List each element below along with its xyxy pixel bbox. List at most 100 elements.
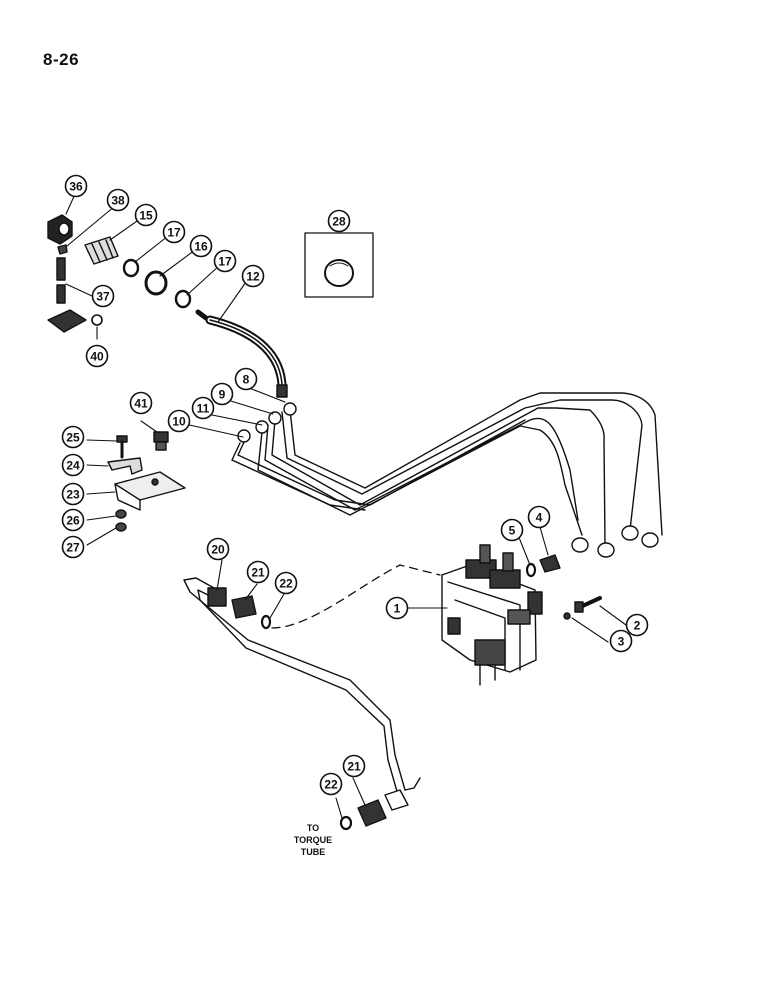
callout-26: 26 — [61, 508, 85, 532]
callout-circle — [234, 367, 258, 391]
callout-label: 25 — [66, 431, 80, 445]
callout-label: 38 — [111, 194, 125, 208]
callout-label: 26 — [66, 514, 80, 528]
callout-label: 8 — [243, 373, 250, 387]
callout-circle — [61, 425, 85, 449]
callout-label: 21 — [251, 566, 265, 580]
part-16-ring — [144, 270, 168, 296]
part-17-ring-b — [174, 289, 192, 309]
callout-circle — [129, 391, 153, 415]
part-21-22-upper — [231, 595, 272, 630]
callout-22: 22 — [274, 571, 298, 595]
callout-label: 17 — [167, 226, 181, 240]
part-37-spring — [56, 257, 66, 304]
callout-circle — [61, 508, 85, 532]
callout-circle — [64, 174, 88, 198]
callout-10: 10 — [167, 409, 191, 433]
part-40-plate — [47, 309, 103, 333]
callout-circle — [61, 535, 85, 559]
callout-circle — [319, 772, 343, 796]
part-17-ring — [122, 258, 140, 278]
callout-label: 3 — [618, 635, 625, 649]
part-24-clip — [107, 457, 143, 475]
torque-tube-note: TO TORQUE TUBE — [282, 822, 344, 858]
callout-41: 41 — [129, 391, 153, 415]
callout-label: 24 — [66, 459, 80, 473]
part-23-bracket — [114, 471, 186, 511]
callout-21: 21 — [342, 754, 366, 778]
callout-8: 8 — [234, 367, 258, 391]
part-36-cap — [47, 214, 73, 245]
callout-label: 4 — [536, 511, 543, 525]
callout-circle — [167, 409, 191, 433]
callout-label: 16 — [194, 240, 208, 254]
callout-9: 9 — [210, 382, 234, 406]
callout-38: 38 — [106, 188, 130, 212]
part-20-return-tube — [183, 577, 421, 796]
callout-20: 20 — [206, 537, 230, 561]
part-25-bolt — [116, 435, 128, 459]
callout-circle — [241, 264, 265, 288]
callout-5: 5 — [500, 518, 524, 542]
callout-label: 37 — [96, 290, 110, 304]
callout-4: 4 — [527, 505, 551, 529]
part-1-control-valve — [441, 544, 543, 686]
callout-1: 1 — [385, 596, 409, 620]
callout-circle — [61, 453, 85, 477]
callout-label: 41 — [134, 397, 148, 411]
part-2-3-bolt-washer — [563, 596, 602, 620]
callout-2: 2 — [625, 613, 649, 637]
callout-circle — [625, 613, 649, 637]
callout-circle — [206, 537, 230, 561]
callout-circle — [527, 505, 551, 529]
callout-label: 10 — [172, 415, 186, 429]
callout-circle — [191, 396, 215, 420]
dashed-leader — [271, 564, 441, 629]
callout-23: 23 — [61, 482, 85, 506]
callout-16: 16 — [189, 234, 213, 258]
callout-15: 15 — [134, 203, 158, 227]
part-38 — [57, 244, 68, 255]
callout-circle — [162, 220, 186, 244]
callout-circle — [61, 482, 85, 506]
callout-label: 22 — [279, 577, 293, 591]
callout-circle — [189, 234, 213, 258]
callout-label: 28 — [332, 215, 346, 229]
callout-label: 1 — [394, 602, 401, 616]
callout-3: 3 — [609, 629, 633, 653]
callout-label: 21 — [347, 760, 361, 774]
callout-circle — [213, 249, 237, 273]
callout-circle — [91, 284, 115, 308]
callout-circle — [85, 344, 109, 368]
callout-label: 23 — [66, 488, 80, 502]
callout-17: 17 — [162, 220, 186, 244]
page-number: 8-26 — [43, 50, 80, 69]
callout-circle — [274, 571, 298, 595]
callout-12: 12 — [241, 264, 265, 288]
note-line-3: TUBE — [300, 847, 326, 857]
callout-37: 37 — [91, 284, 115, 308]
callout-label: 15 — [139, 209, 153, 223]
callout-40: 40 — [85, 344, 109, 368]
callout-label: 2 — [634, 619, 641, 633]
callout-circle — [609, 629, 633, 653]
part-15-coupler — [84, 236, 119, 265]
callout-layer: 3638151716171228374089111041252423262754… — [61, 174, 649, 796]
part-26-27-nuts — [115, 509, 127, 532]
callout-22: 22 — [319, 772, 343, 796]
callout-21: 21 — [246, 560, 270, 584]
callout-circle — [106, 188, 130, 212]
inset-part-28 — [304, 232, 374, 298]
callout-27: 27 — [61, 535, 85, 559]
callout-17: 17 — [213, 249, 237, 273]
callout-25: 25 — [61, 425, 85, 449]
callout-label: 22 — [324, 778, 338, 792]
callout-11: 11 — [191, 396, 215, 420]
callout-label: 20 — [211, 543, 225, 557]
note-line-2: TORQUE — [293, 835, 333, 845]
callout-circle — [342, 754, 366, 778]
callout-label: 5 — [509, 524, 516, 538]
tube-bundle — [231, 392, 663, 558]
callout-label: 17 — [218, 255, 232, 269]
